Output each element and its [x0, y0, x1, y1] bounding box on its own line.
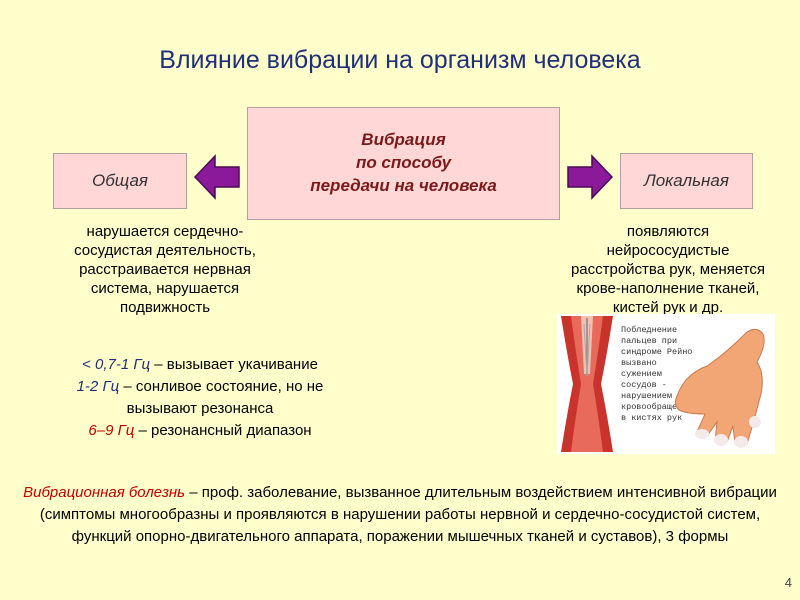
slide-title: Влияние вибрации на организм человека — [159, 46, 641, 74]
center-line-3: передачи на человека — [310, 175, 497, 195]
general-effects-line: сосудистая деятельность, — [74, 242, 256, 259]
frequency-value: 6–9 Гц — [88, 422, 135, 439]
general-effects-line: нарушается сердечно- — [86, 223, 244, 240]
general-effects-line: расстраивается нервная — [79, 261, 251, 278]
frequency-line: 1-2 Гц – сонливое состояние, но не вызыв… — [40, 376, 360, 420]
illustration-caption-line: сужением — [621, 369, 662, 379]
vibration-disease-definition: Вибрационная болезнь – проф. заболевание… — [20, 482, 780, 548]
general-effects-line: система, нарушается — [90, 280, 240, 297]
illustration-caption-line: в кистях рук — [621, 413, 682, 423]
local-vibration-box: Локальная — [620, 153, 753, 209]
frequency-effects: < 0,7-1 Гц – вызывает укачивание 1-2 Гц … — [40, 354, 360, 442]
center-line-1: Вибрация — [361, 130, 446, 150]
general-effects-text: нарушается сердечно- сосудистая деятельн… — [40, 222, 290, 317]
frequency-value: < 0,7-1 Гц — [82, 356, 151, 373]
local-effects-line: крове-наполнение тканей, — [576, 280, 760, 297]
general-vibration-box: Общая — [53, 153, 187, 209]
disease-text: – проф. заболевание, вызванное длительны… — [39, 484, 777, 545]
arrow-right-icon — [567, 154, 614, 200]
illustration-caption-line: кровообращения — [621, 402, 692, 412]
illustration-caption-line: вызвано — [621, 358, 657, 368]
local-effects-line: появляются — [626, 223, 710, 240]
local-effects-line: нейрососудистые — [606, 242, 730, 259]
local-effects-text: появляются нейрососудистые расстройства … — [548, 222, 788, 317]
frequency-text: – сонливое состояние, но не вызывают рез… — [119, 378, 324, 417]
illustration-caption-line: синдроме Рейно — [621, 347, 692, 357]
illustration-caption-line: Побледнение — [621, 325, 677, 335]
local-effects-line: расстройства рук, меняется — [570, 261, 766, 278]
frequency-line: 6–9 Гц – резонансный диапазон — [40, 420, 360, 442]
hand-icon — [674, 328, 765, 448]
frequency-value: 1-2 Гц — [76, 378, 120, 395]
illustration-caption-line: нарушением — [621, 391, 672, 401]
vibration-center-box: Вибрация по способу передачи на человека — [247, 107, 560, 220]
general-effects-line: подвижность — [119, 299, 211, 316]
disease-term: Вибрационная болезнь — [23, 484, 186, 501]
frequency-text: – вызывает укачивание — [150, 356, 318, 373]
illustration-caption-line: сосудов - — [621, 380, 667, 390]
illustration-caption-line: пальцев при — [621, 336, 677, 346]
arrow-left-icon — [193, 154, 240, 200]
raynaud-illustration: Побледнение пальцев при синдроме Рейно в… — [557, 314, 775, 454]
frequency-text: – резонансный диапазон — [134, 422, 312, 439]
blood-vessel-icon — [561, 316, 613, 452]
slide-number: 4 — [784, 575, 792, 590]
local-effects-line: кистей рук и др. — [612, 299, 724, 316]
frequency-line: < 0,7-1 Гц – вызывает укачивание — [40, 354, 360, 376]
center-line-2: по способу — [355, 153, 452, 173]
